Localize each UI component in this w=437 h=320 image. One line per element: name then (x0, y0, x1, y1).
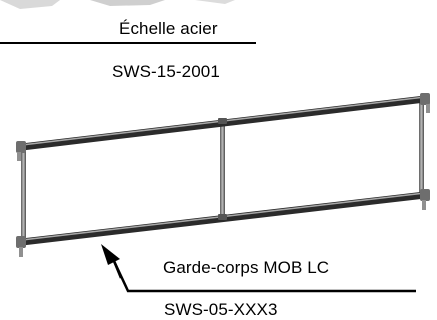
callout-leader-line (112, 260, 416, 293)
bottom-item-code: SWS-05-XXX3 (164, 300, 278, 319)
left-post (21, 148, 26, 242)
callout-arrow (101, 244, 416, 293)
cropped-image-remnant (0, 0, 235, 9)
right-post (419, 100, 424, 196)
left-bottom-fitting (16, 236, 26, 257)
left-top-fitting (16, 141, 26, 161)
right-top-fitting (420, 93, 430, 113)
bottom-item-name: Garde-corps MOB LC (163, 258, 330, 277)
guardrail-illustration (16, 93, 430, 257)
top-item-name: Échelle acier (119, 19, 218, 38)
top-item-code: SWS-15-2001 (112, 62, 220, 81)
right-bottom-fitting (420, 189, 430, 210)
middle-post (220, 121, 225, 220)
arrow-head (101, 244, 120, 265)
